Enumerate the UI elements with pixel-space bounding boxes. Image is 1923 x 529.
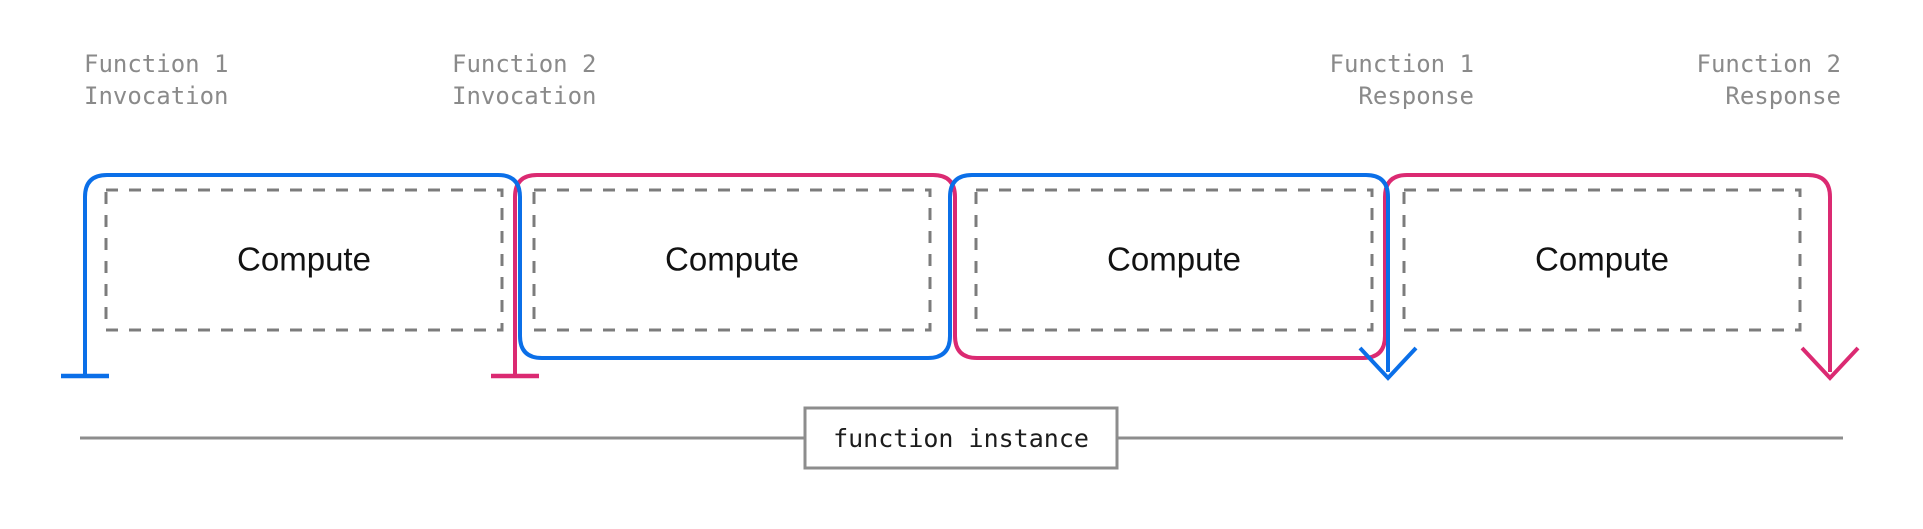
compute-block-2: Compute xyxy=(532,188,932,332)
event-label-fn1-response: Function 1 Response xyxy=(1330,50,1475,110)
compute-block-4: Compute xyxy=(1402,188,1802,332)
compute-block-3: Compute xyxy=(974,188,1374,332)
function-instance-box xyxy=(803,406,1119,470)
event-label-line1: Function 1 xyxy=(1330,50,1475,78)
function-1-flow xyxy=(61,173,1418,381)
event-label-line2: Invocation xyxy=(452,82,597,110)
function-instance-timeline: function instance xyxy=(80,406,1843,470)
compute-label: Compute xyxy=(237,241,371,278)
compute-dashed-outline xyxy=(974,188,1374,332)
function-instance-label: function instance xyxy=(833,424,1089,453)
event-label-fn2-invocation: Function 2 Invocation xyxy=(452,50,597,110)
fn2-path-line xyxy=(513,173,1832,376)
function-2-flow xyxy=(491,173,1860,381)
fn2-response-arrowhead xyxy=(1800,346,1860,381)
compute-dashed-outline xyxy=(532,188,932,332)
event-label-group: Function 1 Invocation Function 2 Invocat… xyxy=(84,50,1841,110)
compute-dashed-outline xyxy=(1402,188,1802,332)
compute-block-group: Compute Compute Compute Compute xyxy=(104,188,1802,332)
event-label-fn1-invocation: Function 1 Invocation xyxy=(84,50,229,110)
fn1-path-line xyxy=(83,173,1390,376)
compute-dashed-outline xyxy=(104,188,504,332)
fn1-response-arrowhead xyxy=(1358,346,1418,381)
event-label-line1: Function 2 xyxy=(1697,50,1842,78)
compute-block-1: Compute xyxy=(104,188,504,332)
event-label-line1: Function 2 xyxy=(452,50,597,78)
event-label-line2: Response xyxy=(1725,82,1841,110)
compute-label: Compute xyxy=(1107,241,1241,278)
event-label-line2: Invocation xyxy=(84,82,229,110)
event-label-line1: Function 1 xyxy=(84,50,229,78)
event-label-line2: Response xyxy=(1358,82,1474,110)
compute-label: Compute xyxy=(1535,241,1669,278)
compute-label: Compute xyxy=(665,241,799,278)
event-label-fn2-response: Function 2 Response xyxy=(1697,50,1842,110)
